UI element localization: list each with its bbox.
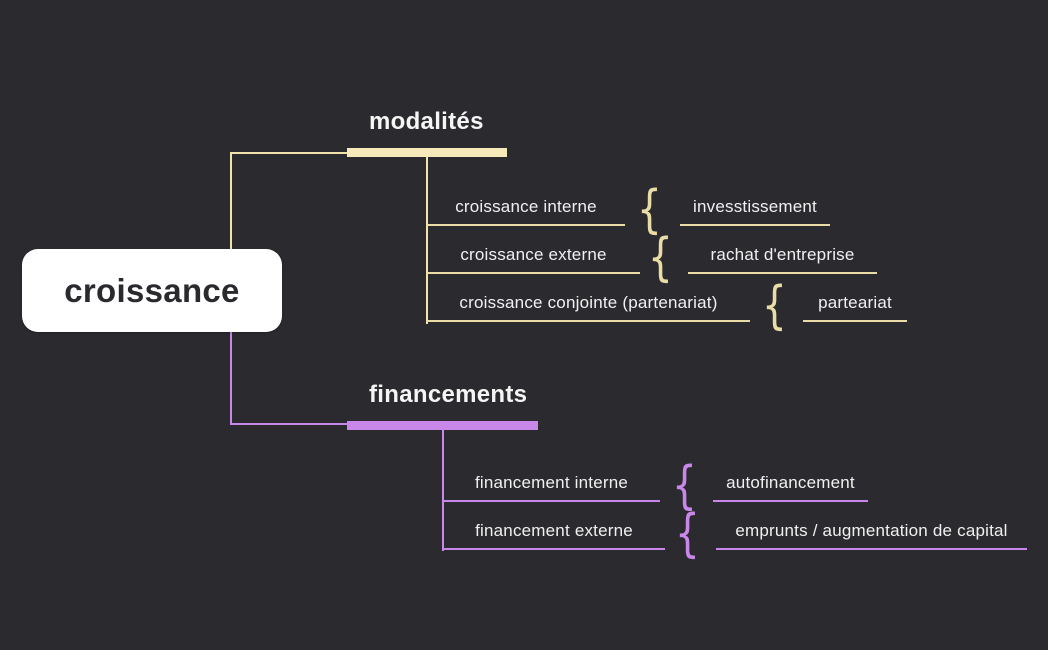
- branch-label-financements[interactable]: financements: [369, 381, 528, 408]
- child-label: financement externe: [475, 521, 633, 540]
- brace-icon: {: [762, 276, 787, 336]
- leaf-label: emprunts / augmentation de capital: [735, 521, 1008, 540]
- branch-label-modalites[interactable]: modalités: [369, 108, 484, 135]
- leaf-label: rachat d'entreprise: [710, 245, 855, 264]
- root-node-croissance[interactable]: croissance: [22, 249, 282, 332]
- child-label: croissance interne: [455, 197, 597, 216]
- connector-trunk-financements-horizontal: [230, 423, 347, 425]
- branch-bar-financements[interactable]: [347, 421, 538, 430]
- child-node-financement-interne[interactable]: financement interne: [443, 466, 660, 502]
- leaf-node-autofinancement[interactable]: autofinancement: [713, 466, 868, 502]
- connector-trunk-financements-vertical: [230, 332, 232, 425]
- child-node-croissance-externe[interactable]: croissance externe: [427, 238, 640, 274]
- leaf-label: parteariat: [818, 293, 892, 312]
- leaf-node-parteariat[interactable]: parteariat: [803, 286, 907, 322]
- brace-icon: {: [675, 504, 700, 564]
- leaf-node-invesstissement[interactable]: invesstissement: [680, 190, 830, 226]
- leaf-node-rachat-entreprise[interactable]: rachat d'entreprise: [688, 238, 877, 274]
- leaf-node-emprunts-augmentation[interactable]: emprunts / augmentation de capital: [716, 514, 1027, 550]
- child-label: croissance externe: [460, 245, 607, 264]
- child-node-croissance-conjointe[interactable]: croissance conjointe (partenariat): [427, 286, 750, 322]
- branch-bar-modalites[interactable]: [347, 148, 507, 157]
- root-node-label: croissance: [64, 271, 240, 309]
- child-node-croissance-interne[interactable]: croissance interne: [427, 190, 625, 226]
- connector-trunk-modalites-horizontal: [230, 152, 347, 154]
- connector-trunk-modalites-vertical: [230, 152, 232, 249]
- connector-modalites-children-spine: [426, 157, 428, 324]
- child-label: financement interne: [474, 473, 629, 492]
- child-label: croissance conjointe (partenariat): [459, 293, 718, 312]
- connector-financements-children-spine: [442, 430, 444, 551]
- leaf-label: autofinancement: [726, 473, 855, 492]
- child-node-financement-externe[interactable]: financement externe: [443, 514, 665, 550]
- leaf-label: invesstissement: [693, 197, 817, 216]
- brace-icon: {: [648, 228, 673, 288]
